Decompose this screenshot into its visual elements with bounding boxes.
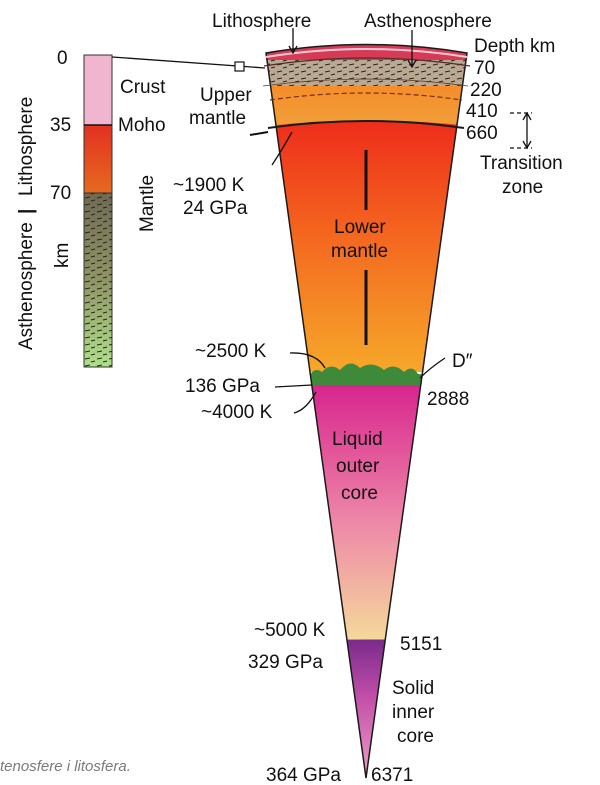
pointer-asthenosphere-head — [407, 59, 417, 69]
mantle-660-tick — [249, 131, 269, 136]
label-lithosphere-top: Lithosphere — [212, 11, 311, 32]
label-d-double-prime: D″ — [452, 351, 473, 372]
boundary-70 — [263, 57, 471, 67]
depth-220: 220 — [470, 80, 502, 101]
pointer-dpp — [419, 357, 446, 379]
pointer-lithosphere-head — [288, 45, 298, 55]
depth-660: 660 — [466, 123, 498, 144]
label-outer-core-3: core — [341, 483, 378, 504]
caption-text: tenosfere i litosfera. — [0, 758, 131, 775]
column-side-asthenosphere: Asthenosphere — [16, 222, 37, 350]
label-outer-core-2: outer — [336, 456, 380, 477]
outer-core-layer — [266, 385, 467, 640]
labels: Lithosphere Asthenosphere Depth km 70 22… — [16, 11, 563, 785]
label-inner-core-1: Solid — [392, 678, 434, 699]
column-moho-label: Moho — [118, 115, 166, 136]
column-km-label: km — [52, 243, 73, 268]
layer-column — [83, 54, 266, 368]
cond-p-icb: 329 GPa — [248, 652, 323, 673]
crust-line — [265, 48, 468, 58]
label-inner-core-2: inner — [392, 702, 435, 723]
label-upper-mantle-2: mantle — [189, 108, 246, 129]
depth-5151: 5151 — [400, 634, 442, 655]
label-lower-mantle-1: Lower — [334, 217, 386, 238]
label-transition-1: Transition — [480, 153, 563, 174]
pointers — [271, 28, 532, 414]
connector-marker — [234, 61, 245, 72]
label-inner-core-3: core — [397, 726, 434, 747]
column-crust — [83, 54, 113, 126]
cond-t-d: ~2500 K — [195, 341, 267, 362]
pointer-cmb-temp — [293, 391, 317, 414]
cond-p-center: 364 GPa — [266, 765, 341, 785]
column-tick-70: 70 — [50, 183, 71, 204]
column-tick-35: 35 — [50, 115, 71, 136]
label-lower-mantle-2: mantle — [331, 241, 388, 262]
column-tick-0: 0 — [57, 48, 68, 69]
cond-p-660: 24 GPa — [183, 198, 248, 219]
boundary-660 — [267, 120, 465, 129]
pointer-cmb-pressure — [274, 384, 313, 388]
column-side-separator: | — [16, 209, 37, 214]
cond-t-icb: ~5000 K — [254, 620, 326, 641]
label-depth-km: Depth km — [474, 36, 555, 57]
column-mantle — [83, 124, 113, 194]
label-upper-mantle-1: Upper — [200, 85, 252, 106]
depth-2888: 2888 — [427, 389, 469, 410]
cond-t-cmb: ~4000 K — [201, 402, 273, 423]
pointer-d — [289, 352, 326, 369]
label-outer-core-1: Liquid — [332, 429, 383, 450]
label-transition-2: zone — [502, 177, 543, 198]
depth-410: 410 — [466, 101, 498, 122]
depth-6371: 6371 — [371, 765, 413, 785]
boundary-220 — [262, 78, 469, 87]
label-asthenosphere-top: Asthenosphere — [364, 11, 492, 32]
column-crust-label: Crust — [120, 77, 166, 98]
cond-p-cmb: 136 GPa — [185, 376, 260, 397]
column-mantle-label: Mantle — [137, 175, 158, 232]
column-asthenosphere-texture — [84, 193, 112, 367]
depth-70: 70 — [474, 58, 495, 79]
boundary-410 — [269, 92, 463, 101]
cond-t-660: ~1900 K — [173, 175, 245, 196]
lower-mantle-layer — [266, 120, 467, 372]
lithosphere-layer — [266, 44, 467, 63]
pointer-660 — [271, 131, 293, 166]
column-side-lithosphere: Lithosphere — [16, 97, 37, 196]
